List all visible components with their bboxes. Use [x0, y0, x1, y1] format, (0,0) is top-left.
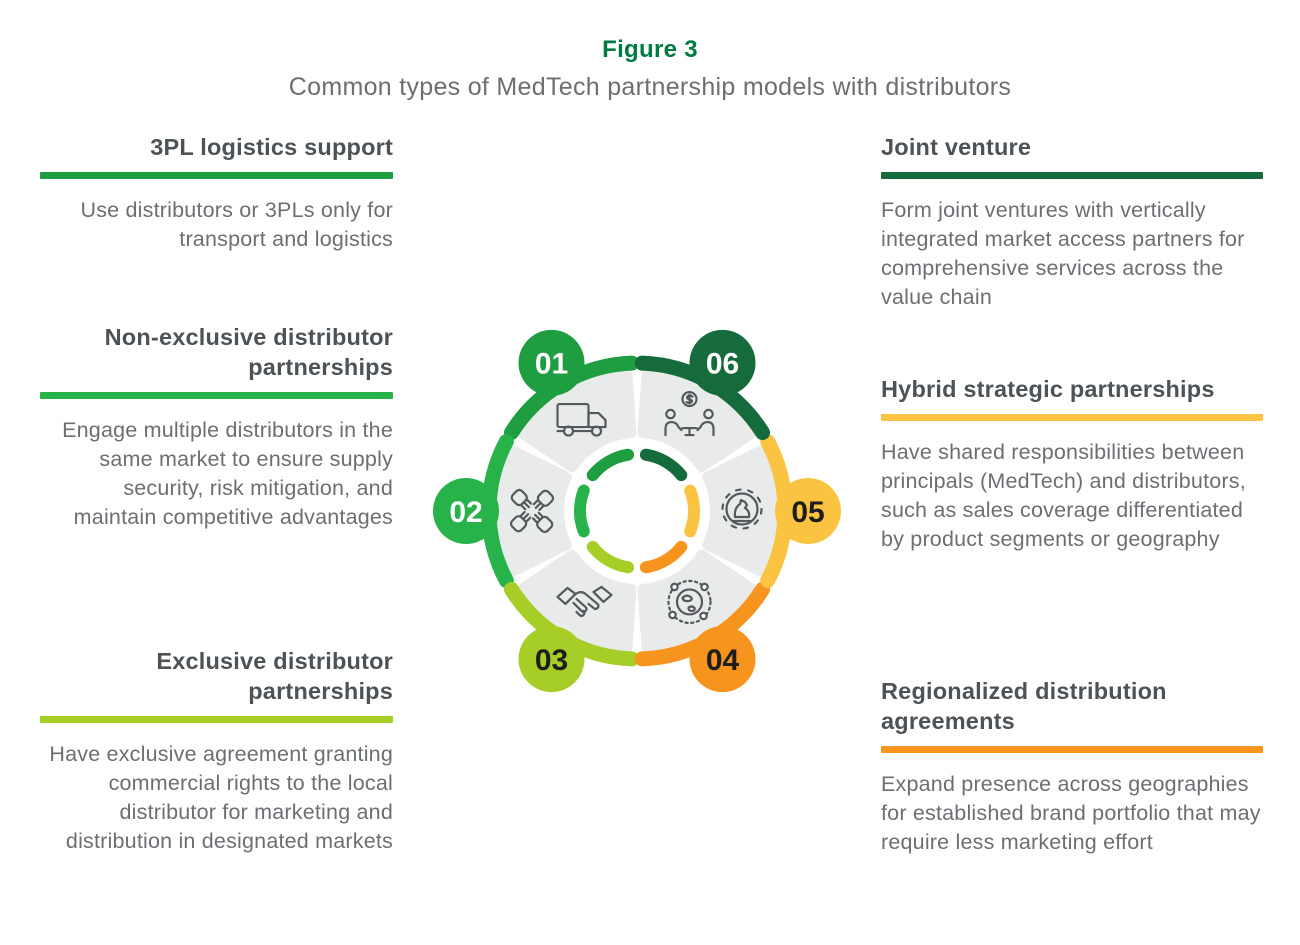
info-block-3pl-logistics: 3PL logistics support Use distributors o…: [40, 132, 393, 254]
number-badge: [775, 478, 841, 544]
block-title: Exclusive distributor partnerships: [156, 648, 393, 704]
accent-bar: [40, 392, 393, 399]
badge-number: 02: [449, 496, 482, 529]
block-title: Non-exclusive distributor partnerships: [104, 324, 393, 380]
accent-bar: [881, 414, 1263, 421]
accent-bar: [40, 172, 393, 179]
number-badge: [689, 329, 756, 396]
inner-arc: [639, 448, 688, 482]
info-block-regionalized: Regionalized distribution agreements Exp…: [881, 676, 1263, 857]
inner-arc: [586, 540, 635, 574]
partnership-wheel-diagram: 01 02 03 04 05 06: [433, 329, 841, 693]
number-badge: [433, 478, 499, 544]
info-block-hybrid: Hybrid strategic partnerships Have share…: [881, 374, 1263, 554]
block-body: Expand presence across geographies for e…: [881, 772, 1261, 854]
wheel-wedge: [637, 369, 756, 473]
badge-number: 01: [535, 348, 568, 381]
badge-number: 05: [791, 496, 824, 529]
block-title: Regionalized distribution agreements: [881, 678, 1167, 734]
inner-arc: [586, 448, 635, 482]
number-badge: [689, 626, 756, 693]
badge-number: 04: [706, 644, 740, 677]
block-title: 3PL logistics support: [150, 134, 393, 160]
badge-number: 06: [706, 348, 739, 381]
inner-arc: [574, 484, 590, 538]
block-title: Hybrid strategic partnerships: [881, 376, 1215, 402]
block-body: Use distributors or 3PLs only for transp…: [80, 198, 393, 251]
block-body: Form joint ventures with vertically inte…: [881, 198, 1245, 309]
wheel-wedge: [518, 369, 637, 473]
accent-bar: [40, 716, 393, 723]
figure-subtitle: Common types of MedTech partnership mode…: [288, 73, 1012, 101]
figure-label: Figure 3: [602, 36, 698, 63]
inner-arc: [639, 540, 688, 574]
block-body: Have shared responsibilities between pri…: [881, 440, 1246, 551]
number-badge: [518, 329, 585, 396]
wheel-wedge: [702, 445, 779, 577]
info-block-joint-venture: Joint venture Form joint ventures with v…: [881, 132, 1263, 312]
block-title: Joint venture: [881, 134, 1032, 160]
accent-bar: [881, 746, 1263, 753]
accent-bar: [881, 172, 1263, 179]
info-block-exclusive: Exclusive distributor partnerships Have …: [40, 646, 393, 856]
wheel-wedge: [495, 445, 572, 577]
figure-header: Figure 3 Common types of MedTech partner…: [0, 36, 1300, 102]
info-block-non-exclusive: Non-exclusive distributor partnerships E…: [40, 322, 393, 532]
number-badge: [518, 626, 585, 693]
wheel-wedge: [637, 549, 756, 653]
badge-number: 03: [535, 644, 568, 677]
block-body: Engage multiple distributors in the same…: [62, 418, 393, 529]
block-body: Have exclusive agreement granting commer…: [49, 742, 393, 853]
inner-arc: [684, 484, 700, 538]
